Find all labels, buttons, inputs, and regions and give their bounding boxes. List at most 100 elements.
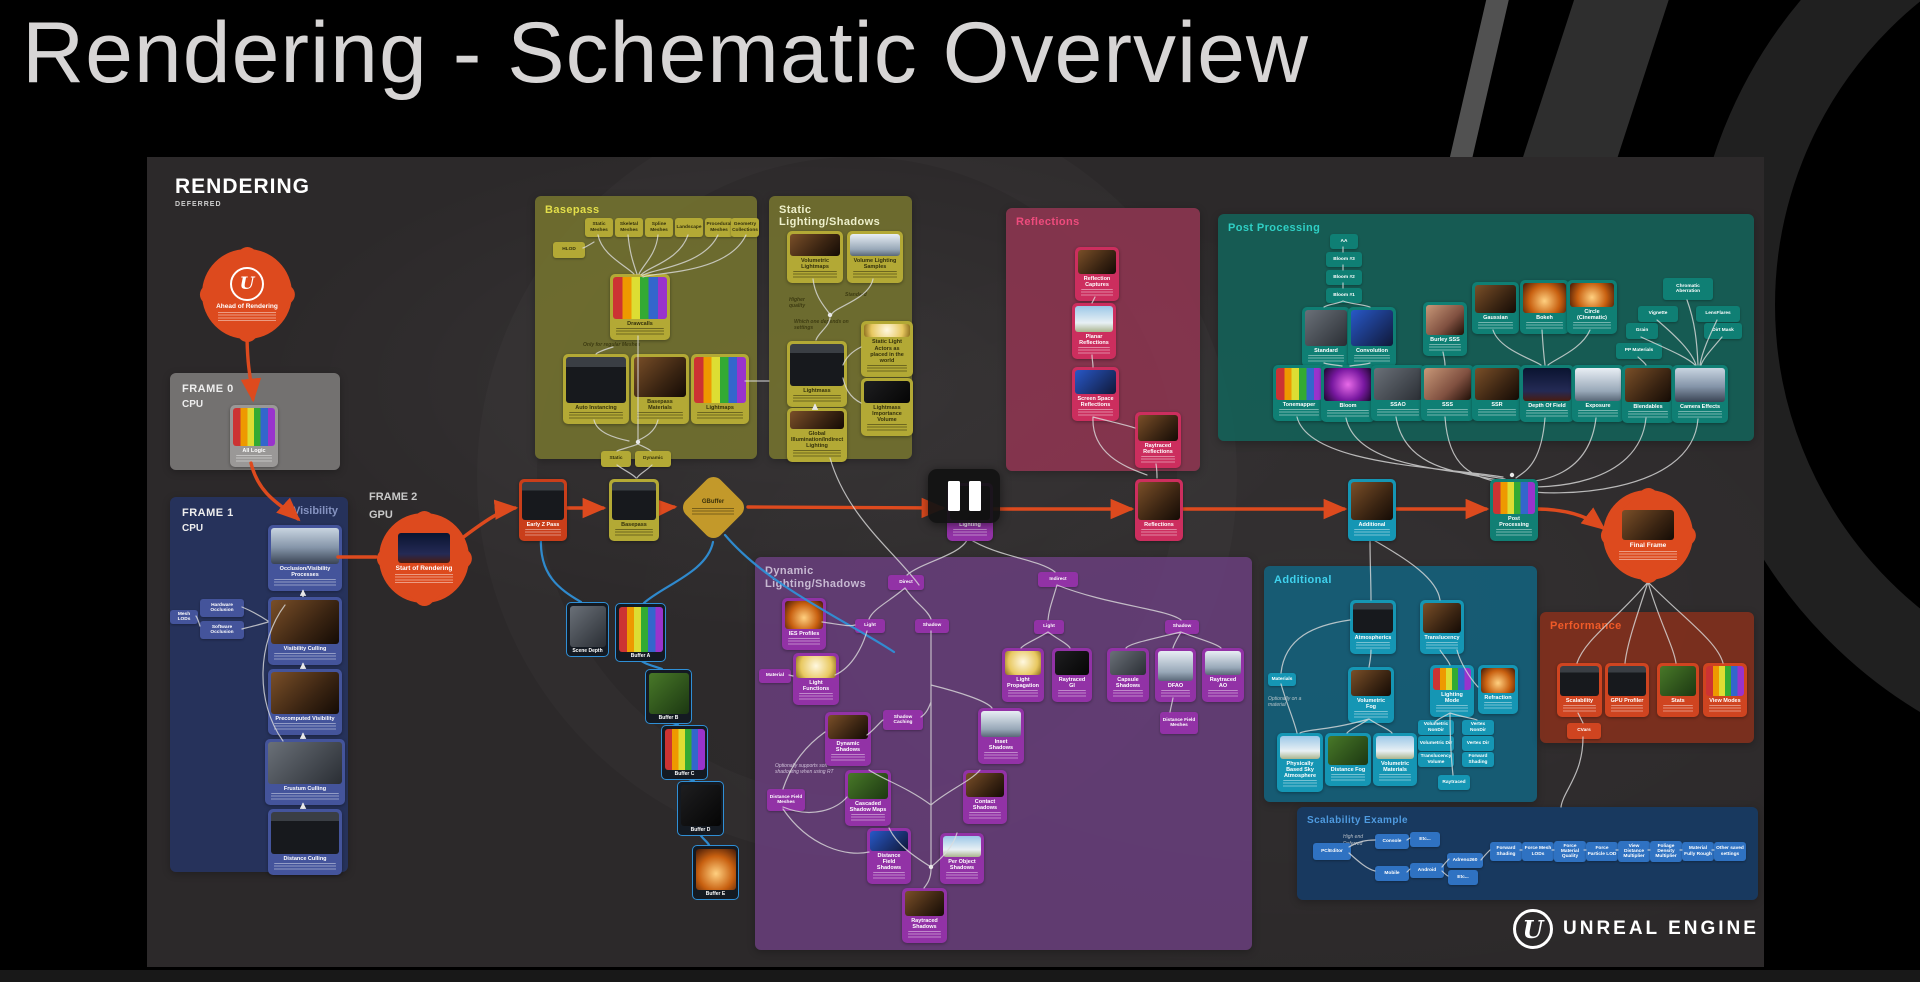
global-illumination-image [790, 411, 844, 429]
volume-lighting-samples-description [853, 271, 897, 279]
all-logic-description [236, 455, 272, 463]
planar-reflections-label: Planar Reflections [1079, 333, 1109, 346]
bokeh: Bokeh [1520, 280, 1569, 334]
early-z-pass-image [522, 482, 564, 520]
distance-field-meshes-right: Distance Field Meshes [1160, 712, 1198, 734]
per-object-shadows-description [946, 872, 978, 880]
refraction: Refraction [1478, 665, 1518, 714]
translucency-description [1426, 642, 1458, 650]
inset-shadows-description [984, 752, 1018, 760]
etc-top: Etc... [1410, 832, 1440, 847]
auto-instancing-label: Auto Instancing [575, 404, 617, 411]
basepass-materials-image [634, 357, 686, 397]
cascaded-shadow-maps-label: Cascaded Shadow Maps [849, 800, 887, 813]
raytraced-reflections-label: Raytraced Reflections [1143, 442, 1173, 455]
frustum-culling-image [268, 742, 342, 784]
material: Material [759, 669, 791, 683]
raytraced-reflections-image [1138, 415, 1178, 441]
precomputed-visibility-description [274, 723, 336, 731]
frustum-culling-label: Frustum Culling [283, 785, 327, 792]
per-object-shadows: Per Object Shadows [940, 833, 984, 884]
gbuffer-label: GBuffer [701, 499, 725, 506]
convolution-bloom: Convolution [1348, 307, 1396, 367]
basepass-stage: Basepass [609, 479, 659, 541]
per-object-shadows-image [943, 836, 981, 857]
inset-shadows: Inset Shadows [978, 708, 1024, 764]
ssao-description [1377, 409, 1419, 417]
scalability-example-panel-title: Scalability Example [1307, 815, 1408, 826]
depth-of-field-label: Depth Of Field [1528, 402, 1566, 409]
occlusion-visibility-processes-label: Occlusion/Visibility Processes [279, 565, 331, 578]
ies-profiles-description [788, 638, 820, 646]
android: Android [1410, 863, 1444, 878]
screen-space-reflections-label: Screen Space Reflections [1077, 395, 1114, 408]
frustum-culling-description [271, 793, 339, 801]
other-saved-settings: Other saved settings [1714, 842, 1746, 861]
exposure: Exposure [1572, 365, 1624, 422]
planar-reflections: Planar Reflections [1072, 303, 1116, 359]
scalability-description [1563, 705, 1596, 713]
final-frame-label: Final Frame [1629, 541, 1667, 549]
sss-label: SSS [1441, 401, 1453, 408]
volumetric-materials-description [1379, 774, 1411, 782]
lightmass-description [793, 395, 841, 403]
volumetric-fog-label: Volumetric Fog [1356, 697, 1385, 710]
buffer-b-image [648, 672, 689, 714]
final-frame: Final Frame [1596, 483, 1700, 587]
shadow-direct: Shadow [915, 619, 949, 633]
screen-space-reflections-description [1078, 409, 1113, 417]
start-of-rendering: Start of Rendering [372, 506, 476, 610]
unreal-engine-wordmark: UNREAL ENGINE [1563, 918, 1759, 939]
lighting-stage-label: Lighting [959, 521, 981, 528]
buffer-e: Buffer E [692, 845, 739, 900]
basepass-materials: Basepass Materials [631, 354, 689, 424]
unreal-logo-icon: U [1513, 909, 1553, 949]
sss-description [1427, 409, 1468, 417]
dfao-description [1161, 690, 1190, 698]
pause-button[interactable] [928, 469, 1000, 523]
contact-shadows-image [966, 773, 1004, 797]
light-functions-label: Light Functions [802, 679, 830, 692]
inset-shadows-label: Inset Shadows [988, 738, 1014, 751]
light-indirect: Light [1034, 620, 1064, 634]
scalability-label: Scalability [1565, 697, 1594, 704]
volumetric-materials-label: Volumetric Materials [1380, 760, 1409, 773]
scene-depth: Scene Depth [566, 602, 609, 657]
distance-fog-label: Distance Fog [1330, 766, 1366, 773]
blendables: Blendables [1622, 365, 1674, 423]
gaussian-description [1478, 322, 1513, 330]
gbuffer-description [692, 507, 734, 515]
lightmass-label: Lightmass [803, 387, 831, 394]
indirect: Indirect [1038, 572, 1078, 587]
lightmaps-image [694, 357, 746, 403]
spline-meshes: Spline Meshes [645, 218, 673, 237]
post-processing-stage-label: Post Processing [1499, 515, 1529, 528]
dynamic-shadows-label: Dynamic Shadows [835, 740, 861, 753]
static-light-actors: Static Light Actors as placed in the wor… [861, 321, 913, 377]
bloom-label: Bloom [1339, 402, 1357, 409]
cascaded-shadow-maps-image [848, 773, 888, 799]
refraction-label: Refraction [1484, 694, 1512, 701]
stats-image [1660, 666, 1696, 696]
forward-shading-step: Forward Shading [1490, 842, 1522, 861]
start-of-rendering-label: Start of Rendering [395, 564, 453, 572]
gpu-profiler-image [1608, 666, 1646, 696]
all-logic-image [233, 408, 275, 446]
visibility-culling-description [274, 653, 336, 661]
light-functions-description [799, 693, 833, 701]
additional-stage-label: Additional [1358, 521, 1386, 528]
dynamic: Dynamic [635, 451, 671, 467]
refraction-image [1481, 668, 1515, 693]
tonemapper: Tonemapper [1273, 365, 1325, 421]
capsule-shadows-description [1113, 690, 1143, 698]
raytraced-shadows-image [905, 891, 944, 916]
occlusion-visibility-processes-image [271, 528, 339, 564]
post-processing-panel-title: Post Processing [1228, 222, 1321, 234]
gbuffer-content: GBuffer [678, 472, 748, 542]
